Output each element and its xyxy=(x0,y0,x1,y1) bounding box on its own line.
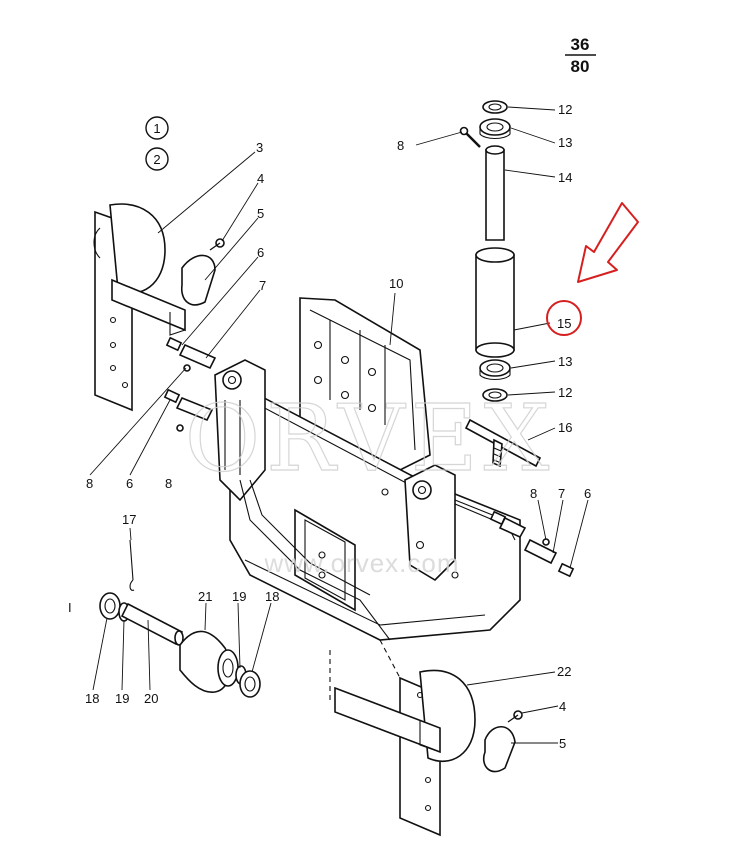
dashed-link xyxy=(329,639,401,700)
roller-21 xyxy=(179,630,239,693)
watermark-url: www.orvex.com xyxy=(263,548,459,578)
callout-6: 6 xyxy=(257,245,264,260)
callout-5-bottom: 5 xyxy=(559,736,566,751)
callout-12-bottom: 12 xyxy=(558,385,572,400)
main-frame xyxy=(214,297,521,641)
left-cover-plate xyxy=(180,254,216,306)
page-denominator: 80 xyxy=(571,57,590,76)
callout-5: 5 xyxy=(257,206,264,221)
callout-10: 10 xyxy=(389,276,403,291)
bearing-13-top xyxy=(479,118,511,140)
callout-13-bottom: 13 xyxy=(558,354,572,369)
legend-label-2: 2 xyxy=(153,152,160,167)
callout-labels: 3 4 5 6 7 8 6 8 10 12 8 13 14 15 13 12 1… xyxy=(68,102,591,751)
legend-circle-1: 1 xyxy=(145,116,169,140)
callout-8-top: 8 xyxy=(397,138,404,153)
callout-21: 21 xyxy=(198,589,212,604)
callout-4: 4 xyxy=(257,171,264,186)
watermark-brand: ORVEX xyxy=(185,385,556,492)
watermark: ORVEX www.orvex.com xyxy=(184,384,556,578)
legend-label-1: 1 xyxy=(153,121,160,136)
legend-circle-2: 2 xyxy=(145,147,169,171)
bearing-13-bottom xyxy=(479,359,511,381)
wheel-18-left xyxy=(99,592,121,620)
washer-12-bottom xyxy=(482,388,508,402)
left-bracket xyxy=(93,203,186,412)
page-numerator: 36 xyxy=(571,35,590,54)
shaft-14 xyxy=(485,145,505,241)
right-bracket xyxy=(334,669,523,837)
right-pins xyxy=(489,510,575,578)
callout-7: 7 xyxy=(259,278,266,293)
callout-18-left: 18 xyxy=(85,691,99,706)
callout-8-left-lower: 8 xyxy=(165,476,172,491)
callout-8: 8 xyxy=(86,476,93,491)
callout-8-right: 8 xyxy=(530,486,537,501)
callout-18-right: 18 xyxy=(265,589,279,604)
callout-6-right: 6 xyxy=(584,486,591,501)
callout-16: 16 xyxy=(558,420,572,435)
callout-20: 20 xyxy=(144,691,158,706)
linkage-bar xyxy=(239,479,391,641)
pin-8-top xyxy=(459,126,481,148)
callout-4-bottom: 4 xyxy=(559,699,566,714)
side-marker: I xyxy=(68,600,72,615)
page-number: 36 80 xyxy=(565,35,596,76)
callout-19-right: 19 xyxy=(232,589,246,604)
red-arrow-icon xyxy=(577,202,639,283)
highlight-annotation xyxy=(546,202,639,336)
sleeve-15 xyxy=(475,247,515,358)
left-pins xyxy=(163,336,217,432)
callout-22: 22 xyxy=(557,664,571,679)
split-pin-17 xyxy=(129,539,135,591)
callout-15: 15 xyxy=(557,316,571,331)
callout-17: 17 xyxy=(122,512,136,527)
callout-7-right: 7 xyxy=(558,486,565,501)
wheel-18-right xyxy=(239,670,261,698)
washer-12-top xyxy=(482,100,508,114)
callout-6-left: 6 xyxy=(126,476,133,491)
axle-20 xyxy=(120,602,184,646)
callout-12-top: 12 xyxy=(558,102,572,117)
t-handle-16 xyxy=(464,418,542,468)
red-circle-icon xyxy=(546,300,582,336)
callout-13-top: 13 xyxy=(558,135,572,150)
callout-14: 14 xyxy=(558,170,572,185)
leader-lines xyxy=(89,106,589,744)
callout-3: 3 xyxy=(256,140,263,155)
callout-19-left: 19 xyxy=(115,691,129,706)
